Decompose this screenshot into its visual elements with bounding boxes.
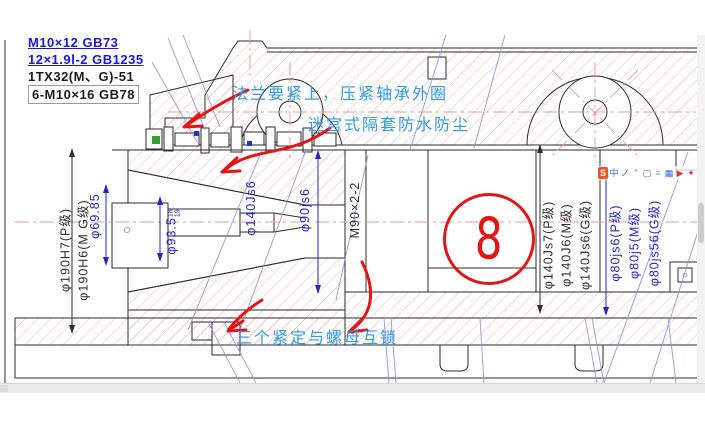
dim-label-80js6-p: φ80js6(P级) xyxy=(608,204,623,282)
note-line: 6-M10×16 GB78 xyxy=(28,85,139,104)
dim-label-140j6-m: φ140J6(M级) xyxy=(559,203,574,287)
dim-label-140js7-p: φ140Js7(P级) xyxy=(541,200,556,290)
annotation-labyrinth: 迷宫式隔套防水防尘 xyxy=(308,117,471,134)
circled-number-text: 8 xyxy=(474,205,504,273)
ime-halfwidth-icon[interactable]: ノ xyxy=(620,168,630,178)
scroll-left-button[interactable] xyxy=(0,385,8,392)
dim-label-80js56-g: φ80js56(G级) xyxy=(647,199,662,287)
dim-label-140js6-g: φ140Js6(G级) xyxy=(578,200,593,290)
ime-fullshape-icon[interactable]: ▢ xyxy=(642,168,652,178)
ime-skin-icon[interactable]: ✦ xyxy=(687,168,695,178)
annotation-lock: 三个紧定与螺母互锁 xyxy=(236,330,399,347)
note-line: 1TX32(M、G)-51 xyxy=(28,69,135,84)
ime-menu-icon[interactable]: ≡ xyxy=(655,168,661,178)
oil-port xyxy=(427,56,447,80)
locknut-spacer-stack xyxy=(145,126,337,154)
callout-notes: M10×12 GB73 12×1.9Ⅰ-2 GB1235 1TX32(M、G)-… xyxy=(28,34,144,104)
annotation-flange: 法兰要紧上，压紧轴承外圈 xyxy=(232,86,449,103)
dim-label-m90: M90×2-2 xyxy=(348,181,362,239)
construction-lines xyxy=(151,34,701,384)
dim-label-140js6-mid: φ140Js6 xyxy=(244,180,258,236)
ime-punctuation-icon[interactable]: ’’ xyxy=(634,168,638,178)
green-snap-marker xyxy=(152,136,160,144)
ime-cn-mode-icon[interactable]: 中 xyxy=(609,168,619,178)
vertical-scrollbar[interactable] xyxy=(697,35,705,383)
dim-label-90js6: φ90js6 xyxy=(298,188,312,232)
circled-number-8: 8 xyxy=(443,193,535,285)
base-rail xyxy=(14,344,701,379)
blue-snap-marker xyxy=(247,141,252,146)
vertical-scrollbar-thumb[interactable] xyxy=(698,203,704,243)
dimension-lines xyxy=(69,144,609,334)
red-ink-arrows xyxy=(182,88,373,334)
dim-label-69-85: φ69.85 xyxy=(88,193,102,239)
note-line: M10×12 GB73 xyxy=(28,35,119,50)
dim-label-80j5-m: φ80j5(M级) xyxy=(627,207,642,279)
dim-label-190h7: φ190H7(P级) xyxy=(58,207,73,293)
dim-value: φ93.5 xyxy=(164,217,179,255)
note-line: 12×1.9Ⅰ-2 GB1235 xyxy=(28,52,144,67)
ime-softkeyboard-icon[interactable]: ▦ xyxy=(664,168,674,178)
drawbar-step2 xyxy=(239,212,275,233)
ime-logo-icon[interactable]: S xyxy=(598,167,608,179)
ime-media-icon[interactable]: ▶ xyxy=(676,168,684,178)
blue-snap-marker xyxy=(194,131,199,136)
horizontal-scroll-strip[interactable] xyxy=(0,383,705,393)
ime-toolbar[interactable]: S 中 ノ ’’ ▢ ≡ ▦ ▶ ✦ ◯ xyxy=(597,166,705,180)
centerlines xyxy=(15,30,700,223)
set-screw-block xyxy=(211,321,241,356)
lower-housing-right xyxy=(344,291,701,319)
